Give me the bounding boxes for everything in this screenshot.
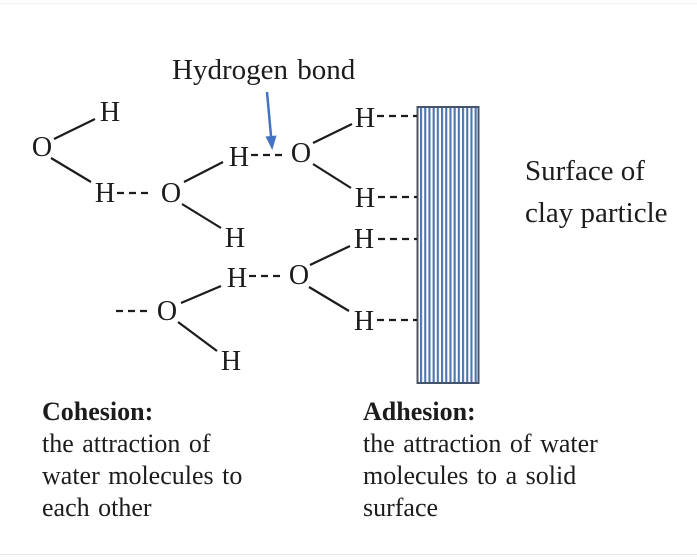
top-divider	[0, 3, 697, 4]
hydrogen-bond-arrow	[265, 91, 277, 150]
covalent-bond	[183, 161, 224, 183]
oxygen-atom: O	[291, 138, 311, 169]
hydrogen-bond-label: Hydrogen bond	[172, 54, 356, 86]
adhesion-caption: Adhesion: the attraction of water molecu…	[363, 396, 598, 524]
hydrogen-atom: H	[355, 183, 375, 214]
hydrogen-atom: H	[221, 346, 241, 377]
covalent-bond	[312, 163, 352, 189]
hydrogen-atom: H	[229, 142, 249, 173]
clay-particle-surface	[416, 106, 480, 384]
covalent-bond	[50, 157, 92, 183]
hydrogen-atom: H	[355, 103, 375, 134]
hydrogen-bonds	[116, 114, 417, 322]
cohesion-heading: Cohesion:	[42, 397, 154, 426]
covalent-bond	[309, 245, 351, 266]
adhesion-text-line: the attraction of water	[363, 429, 598, 458]
down-arrow-line	[265, 91, 273, 137]
bottom-divider	[0, 554, 697, 555]
hydrogen-atom: H	[354, 224, 374, 255]
covalent-bond	[312, 123, 353, 144]
cohesion-caption: Cohesion: the attraction of water molecu…	[42, 396, 242, 524]
cohesion-text-line: each other	[42, 493, 152, 522]
oxygen-atom: O	[157, 296, 177, 327]
covalent-bond	[53, 118, 96, 140]
clay-surface-label-line1: Surface of	[525, 155, 645, 187]
hydrogen-atom: H	[225, 223, 245, 254]
adhesion-text-line: molecules to a solid	[363, 461, 577, 490]
oxygen-atom: O	[289, 260, 309, 291]
hydrogen-atom: H	[227, 263, 247, 294]
atoms: O H H O H H O H H O H H O H H	[32, 97, 375, 377]
oxygen-atom: O	[161, 178, 181, 209]
hydrogen-atom: H	[354, 306, 374, 337]
clay-surface-label: Surface of clay particle	[525, 150, 668, 234]
covalent-bonds	[50, 118, 353, 352]
covalent-bond	[308, 286, 350, 312]
oxygen-atom: O	[32, 132, 52, 163]
covalent-bond	[180, 284, 222, 305]
hydrogen-atom: H	[95, 178, 115, 209]
cohesion-text-line: water molecules to	[42, 461, 243, 490]
clay-surface-label-line2: clay particle	[525, 197, 668, 229]
covalent-bond	[177, 321, 218, 352]
adhesion-heading: Adhesion:	[363, 397, 476, 426]
covalent-bond	[181, 203, 222, 229]
hydrogen-atom: H	[100, 97, 120, 128]
adhesion-text-line: surface	[363, 493, 439, 522]
cohesion-text-line: the attraction of	[42, 429, 211, 458]
down-arrow-icon	[265, 135, 277, 150]
